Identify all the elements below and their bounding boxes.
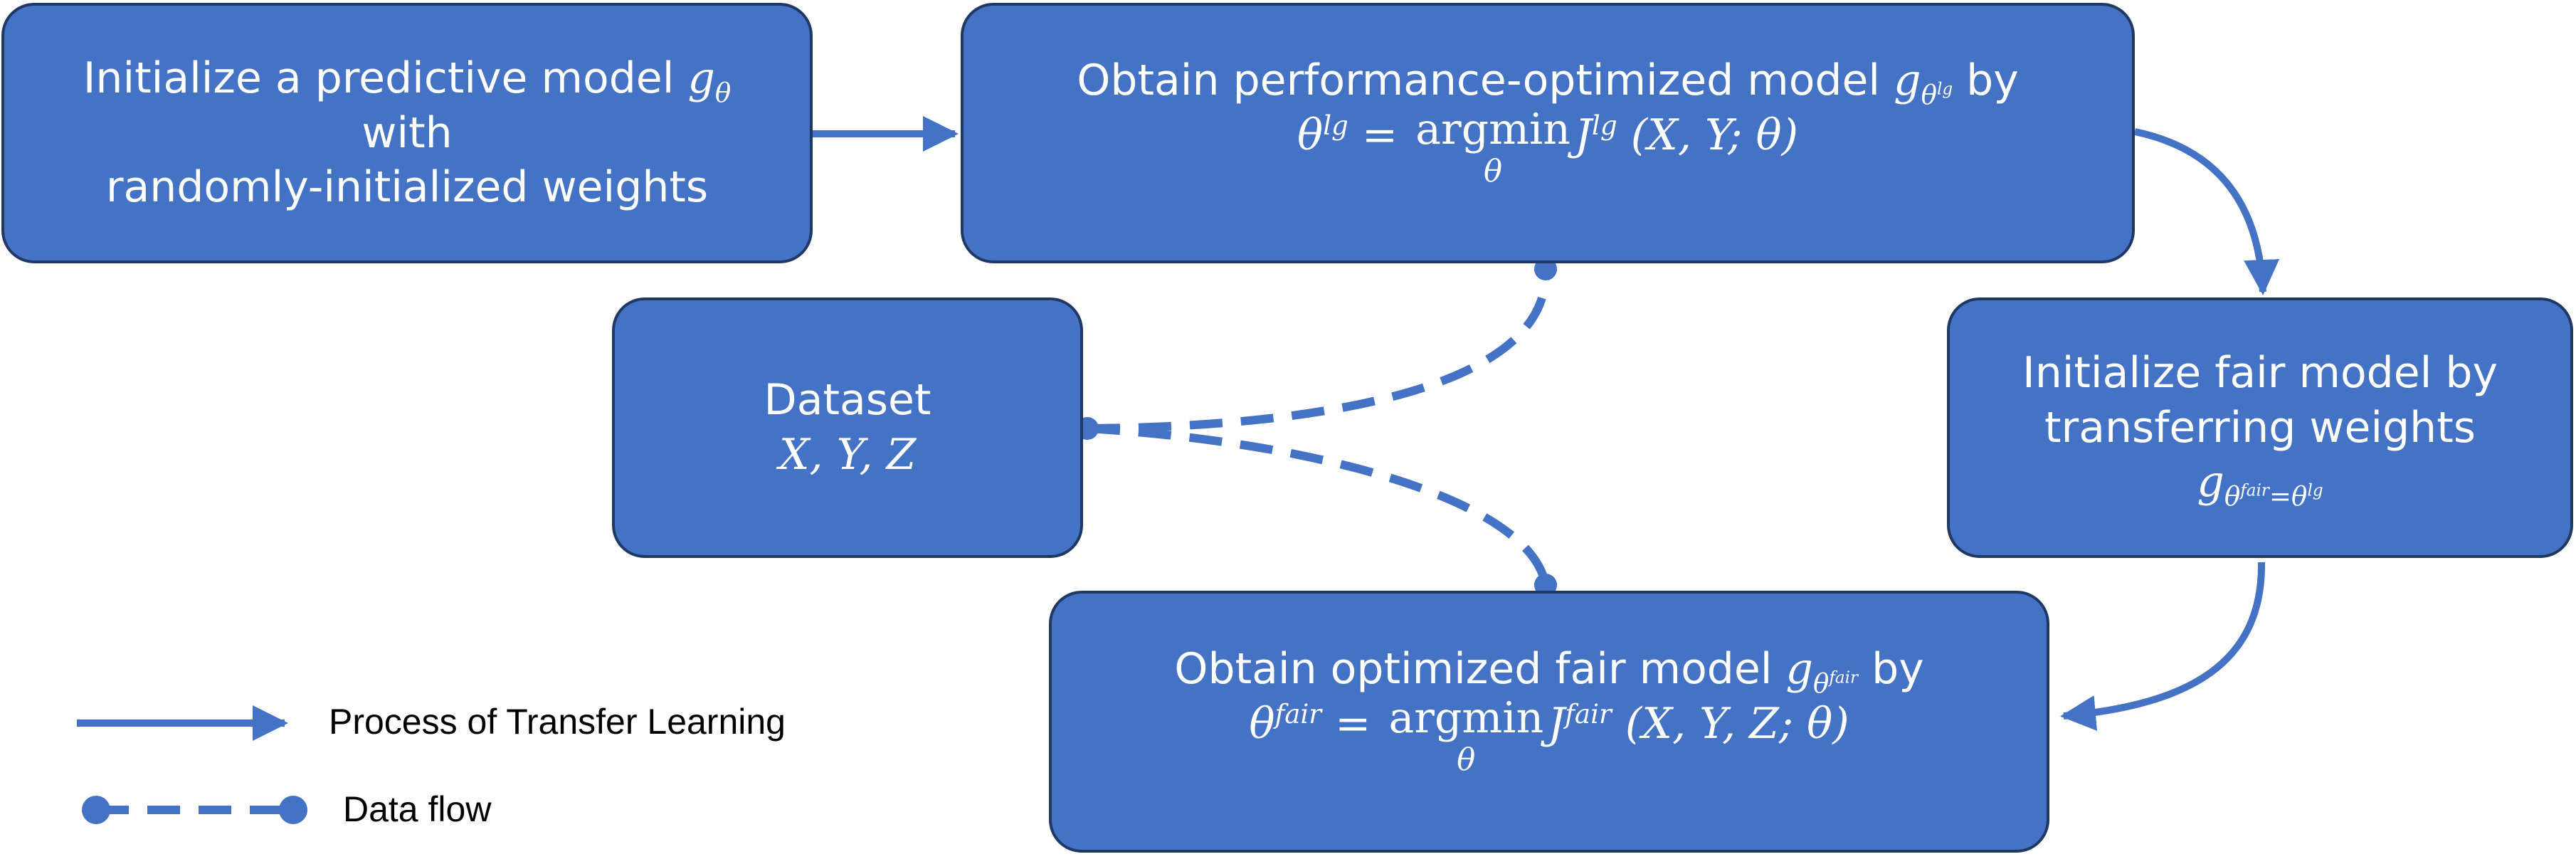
- node-initialize-model: Initialize a predictive model gθ with ra…: [1, 3, 813, 263]
- arrow-perf-to-transfer: [2133, 128, 2280, 295]
- node-perf-title: Obtain performance-optimized model gθlg …: [1077, 56, 2019, 110]
- node-fair-title: Obtain optimized fair model gθfair by: [1174, 644, 1924, 699]
- dataflow-dot-perf: [1534, 258, 1557, 280]
- node-dataset: Dataset X, Y, Z: [612, 297, 1083, 558]
- arrow-transfer-to-fair: [2060, 562, 2266, 731]
- node-dataset-vars: X, Y, Z: [778, 430, 917, 480]
- node-optimized-fair-model: Obtain optimized fair model gθfair by θf…: [1049, 591, 2049, 853]
- node-transfer-equation: gθfair=θlg: [2197, 457, 2323, 512]
- dataflow-dataset-to-perf: [1087, 268, 1551, 433]
- legend-dataflow-dot-left: [82, 796, 110, 824]
- node-transfer-weights: Initialize fair model by transferring we…: [1947, 297, 2573, 558]
- legend-dataflow-label: Data flow: [343, 789, 492, 829]
- node-initialize-line3: randomly-initialized weights: [105, 162, 709, 213]
- node-dataset-title: Dataset: [764, 375, 931, 426]
- node-initialize-line1: Initialize a predictive model gθ: [83, 53, 732, 108]
- node-initialize-line2: with: [361, 107, 453, 158]
- node-performance-optimized-model: Obtain performance-optimized model gθlg …: [961, 3, 2135, 263]
- node-transfer-line2: transferring weights: [2044, 402, 2476, 453]
- legend-dataflow-dot-right: [279, 796, 307, 824]
- dataflow-dataset-to-fair: [1087, 424, 1550, 586]
- node-transfer-line1: Initialize fair model by: [2022, 347, 2498, 398]
- legend-process-label: Process of Transfer Learning: [329, 702, 786, 742]
